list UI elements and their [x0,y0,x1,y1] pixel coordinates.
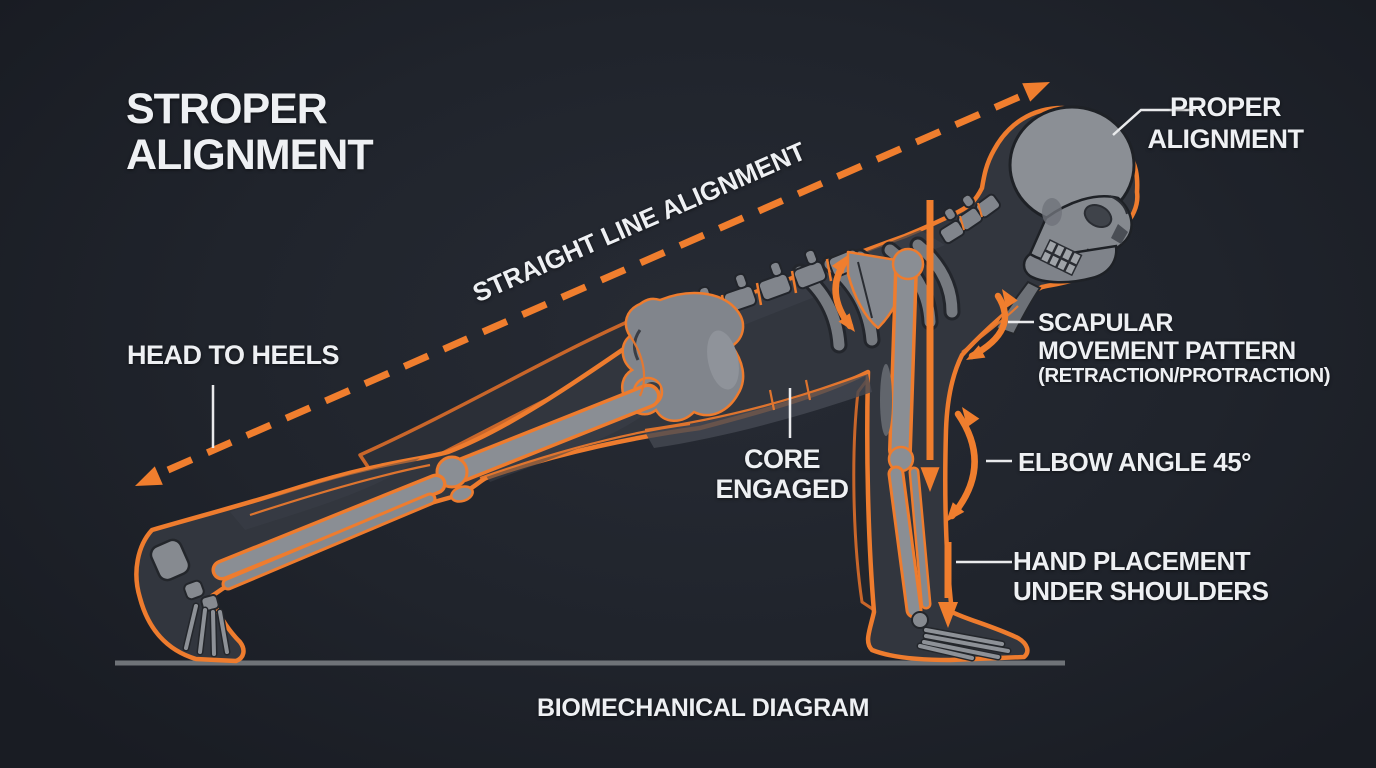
cervical-spine [938,193,1002,245]
scapular-label: SCAPULAR MOVEMENT PATTERN (RETRACTION/PR… [1038,309,1331,387]
hand-bones [911,611,1012,662]
diagram-caption: BIOMECHANICAL DIAGRAM [537,694,870,722]
foot-bones [149,538,231,658]
alignment-arrowhead-top [1022,72,1055,102]
title-line2: ALIGNMENT [126,131,374,179]
leader-lines [211,108,1196,564]
proper-alignment-leader [1112,108,1196,136]
page-title: STROPER ALIGNMENT [126,85,374,179]
triceps-shading [880,364,892,436]
proper-alignment-label: PROPER ALIGNMENT [1147,92,1304,154]
arm-bones [880,247,932,619]
annotation-arrows [130,72,1055,628]
skeleton [149,105,1136,662]
core-engaged-label: CORE ENGAGED [715,444,849,505]
muscle-contours [249,305,1019,517]
patella [450,485,474,503]
alignment-arrowhead-bottom [130,466,163,496]
head-to-heels-label: HEAD TO HEELS [127,340,340,370]
nasal-aperture [1111,224,1128,244]
elbow-angle-arrow [948,410,978,520]
title-line1: STROPER [126,85,328,133]
alignment-dashed-line [166,89,1030,474]
hand-placement-label: HAND PLACEMENT UNDER SHOULDERS [1013,546,1269,606]
leg-bones [211,383,661,591]
skull [994,105,1136,336]
teeth [1039,238,1083,277]
eye-socket [1083,203,1113,229]
elbow-angle-label: ELBOW ANGLE 45° [1018,447,1252,477]
